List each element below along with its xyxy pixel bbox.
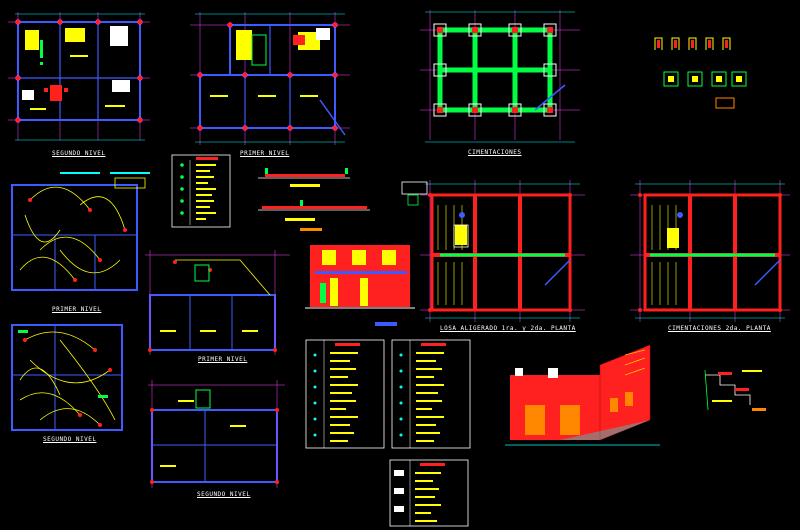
plan-sanitario-primer-nivel — [145, 250, 290, 355]
detalle-escalera — [704, 369, 766, 411]
plan-cimentaciones — [420, 10, 580, 143]
label-cimentaciones: CIMENTACIONES — [468, 149, 522, 156]
leyenda-electrica-1 — [171, 154, 231, 228]
plan-electrico-primer-nivel — [11, 172, 150, 291]
leyenda-sanitaria — [305, 339, 471, 449]
detalles-columnas — [654, 37, 747, 109]
label-primer-nivel-elec: PRIMER NIVEL — [52, 306, 102, 313]
plan-segundo-nivel-arquitectura — [8, 12, 150, 141]
plan-primer-nivel-arquitectura — [190, 12, 350, 145]
detalle-vigas — [258, 168, 370, 231]
plan-electrico-segundo-nivel — [11, 324, 123, 431]
label-segundo-nivel-elec: SEGUNDO NIVEL — [43, 436, 97, 443]
modelo-3d — [505, 344, 660, 446]
plan-cimentaciones-2da — [630, 180, 790, 322]
plan-sanitario-segundo-nivel — [148, 380, 285, 488]
label-primer-nivel-arq: PRIMER NIVEL — [240, 150, 290, 157]
label-primer-nivel-san: PRIMER NIVEL — [198, 356, 248, 363]
elevacion-fachada — [305, 245, 415, 326]
label-losa-aligerado: LOSA ALIGERADO 1ra. y 2da. PLANTA — [440, 325, 576, 332]
label-segundo-nivel-san: SEGUNDO NIVEL — [197, 491, 251, 498]
label-segundo-nivel-arq: SEGUNDO NIVEL — [52, 150, 106, 157]
plan-losa-aligerado — [401, 180, 585, 322]
label-cimentaciones-2da: CIMENTACIONES 2da. PLANTA — [668, 325, 771, 332]
leyenda-acabados — [389, 459, 469, 527]
